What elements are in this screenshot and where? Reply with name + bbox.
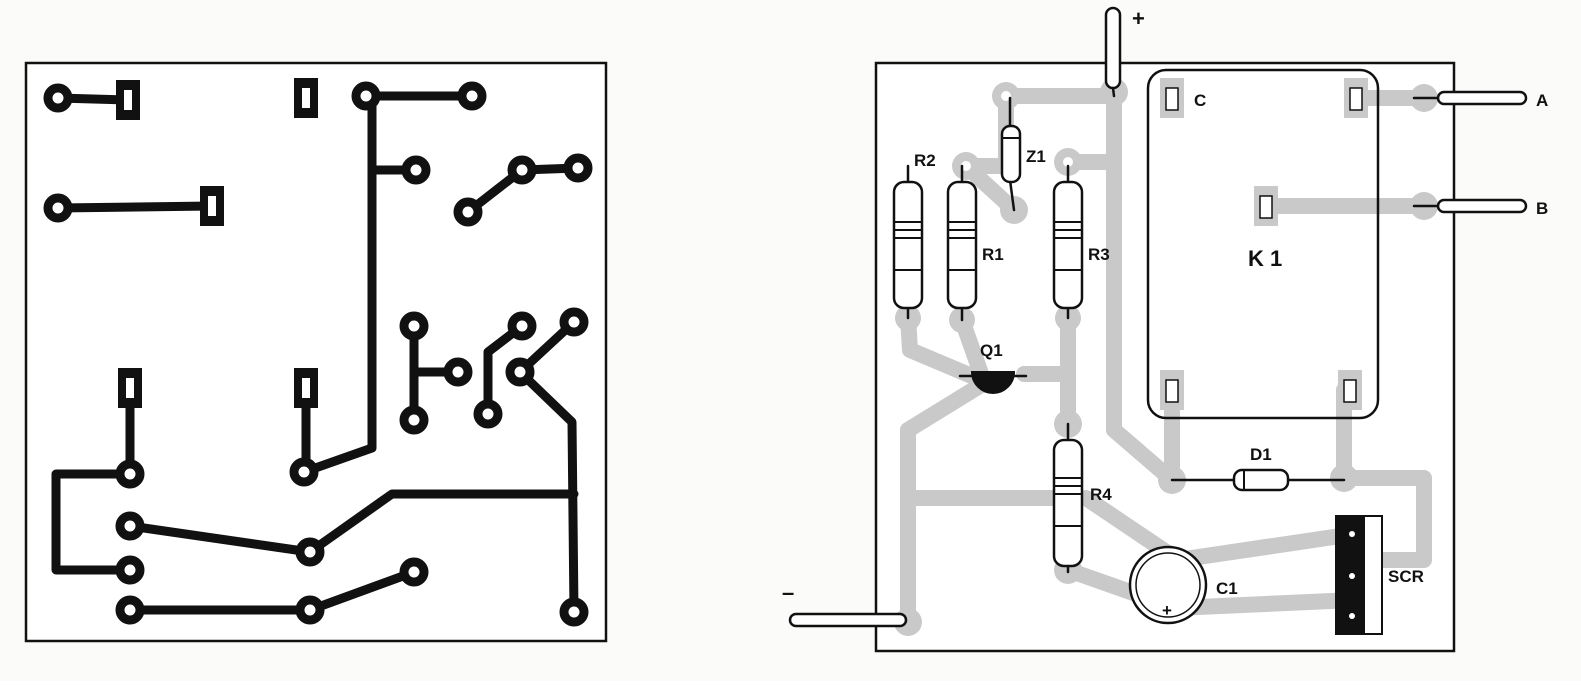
relay-k1: C K 1: [1146, 68, 1380, 420]
r2-body: [892, 180, 924, 310]
plus-terminal: +: [1104, 6, 1145, 98]
terminal-a: A: [1412, 90, 1548, 110]
pad: [43, 193, 73, 223]
trace: [125, 489, 579, 557]
pad: [507, 311, 537, 341]
q1-body: [970, 371, 1016, 394]
trace: [299, 91, 377, 477]
r3-label: R3: [1088, 245, 1110, 264]
pad: [295, 595, 325, 625]
pad: [295, 537, 325, 567]
r4-body: [1052, 438, 1084, 568]
copper-side-panel: [24, 61, 608, 643]
pad: [399, 557, 429, 587]
pad: [507, 155, 537, 185]
relay-body: [1146, 68, 1380, 420]
d1-label: D1: [1250, 445, 1272, 464]
trace: [515, 317, 579, 617]
plus-terminal-label: +: [1132, 6, 1145, 31]
terminal-b: B: [1412, 198, 1548, 218]
pad: [43, 83, 73, 113]
pad: [559, 597, 589, 627]
r3-body: [1052, 180, 1084, 310]
r4-label: R4: [1090, 485, 1112, 504]
pad: [563, 153, 593, 183]
relay-contact-c-label: C: [1194, 91, 1206, 110]
scr: SCR: [1335, 515, 1424, 635]
relay-label: K 1: [1248, 246, 1282, 271]
pad: [399, 405, 429, 435]
scr-label: SCR: [1388, 567, 1424, 586]
minus-terminal: –: [782, 580, 908, 628]
pad: [505, 357, 535, 387]
terminal-a-label: A: [1536, 91, 1548, 110]
c1-polarity-label: +: [1162, 601, 1172, 620]
pad: [399, 311, 429, 341]
pad: [457, 81, 487, 111]
pad: [115, 459, 145, 489]
copper-pads: [43, 81, 593, 627]
minus-terminal-label: –: [782, 580, 794, 605]
c1-label: C1: [1216, 579, 1238, 598]
pad: [453, 197, 483, 227]
c1-body: [1128, 545, 1208, 625]
zener-body: [1000, 124, 1022, 184]
minus-wire: [788, 612, 908, 628]
transistor-q1: Q1: [958, 341, 1028, 394]
resistor-r2: R2: [892, 151, 936, 320]
r1-label: R1: [982, 245, 1004, 264]
shadow-pads: [894, 78, 1438, 636]
terminal-b-wire: [1436, 198, 1528, 214]
trace: [51, 469, 135, 575]
pad: [115, 595, 145, 625]
r1-body: [946, 180, 978, 310]
pad: [351, 81, 381, 111]
pad: [115, 555, 145, 585]
zener-z1: Z1: [1000, 96, 1046, 212]
diode-d1: D1: [1170, 445, 1346, 492]
pad: [115, 511, 145, 541]
relay-pads-copper: [116, 78, 318, 408]
component-side-panel: C K 1 + – A B: [782, 6, 1548, 653]
r2-label: R2: [914, 151, 936, 170]
zener-label: Z1: [1026, 147, 1046, 166]
q1-label: Q1: [980, 341, 1003, 360]
capacitor-c1: + C1: [1128, 545, 1238, 625]
pad: [559, 307, 589, 337]
resistor-r3: R3: [1052, 164, 1110, 320]
plus-wire: [1104, 6, 1122, 90]
terminal-b-label: B: [1536, 199, 1548, 218]
pad: [443, 357, 473, 387]
resistor-r4: R4: [1052, 422, 1112, 574]
terminal-a-wire: [1436, 90, 1528, 106]
pad: [401, 155, 431, 185]
d1-body: [1232, 468, 1290, 492]
resistor-r1: R1: [946, 164, 1004, 322]
trace: [53, 201, 217, 213]
pad: [289, 457, 319, 487]
pad: [473, 399, 503, 429]
